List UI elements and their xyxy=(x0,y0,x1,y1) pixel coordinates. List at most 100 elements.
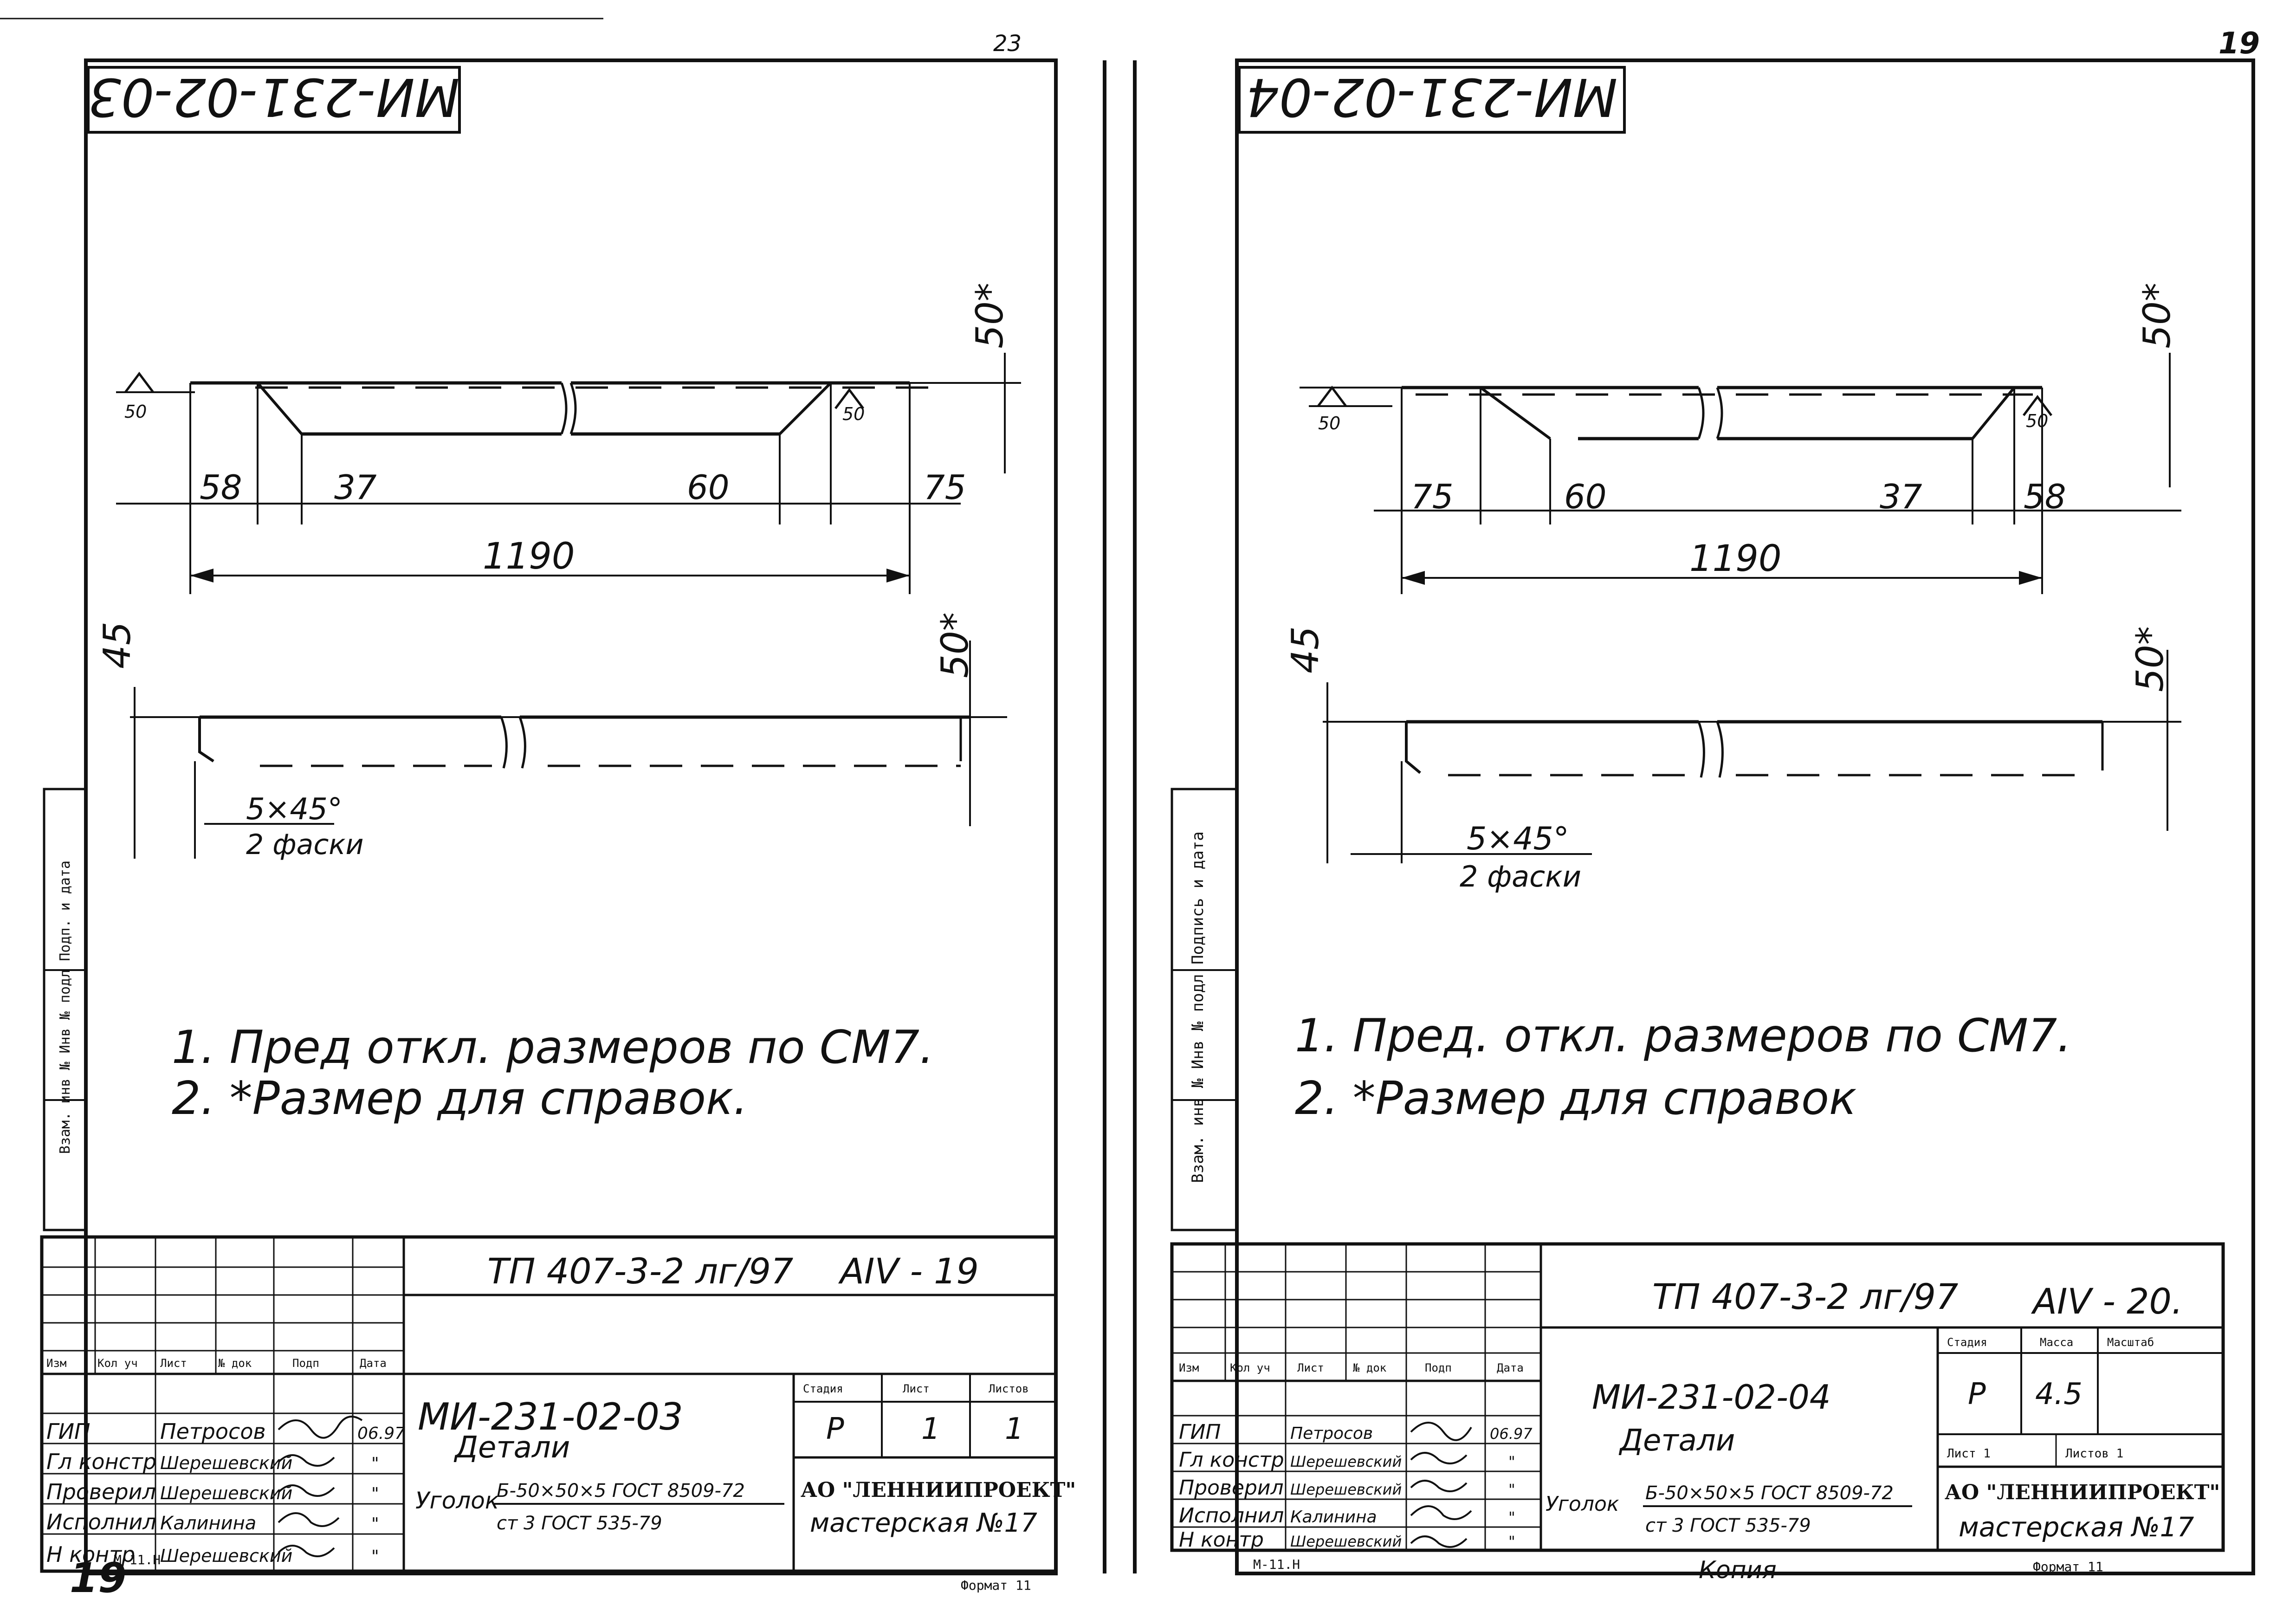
top-page-number: 23 xyxy=(993,31,1022,57)
stamp-box xyxy=(1238,66,1626,134)
dim-side-height-right: 50* xyxy=(933,612,977,678)
tb-role-0: ГИП xyxy=(1179,1420,1221,1444)
chamfer-note: 2 фаски xyxy=(246,829,364,861)
tb-name-0: Петросов xyxy=(160,1419,266,1444)
dim-top-left-a: 75 xyxy=(1411,477,1454,516)
tb-stage-head: Стадия xyxy=(1947,1336,1987,1349)
dim-top-left-b: 37 xyxy=(334,468,377,507)
tb-lists-head: Листов xyxy=(989,1382,1029,1395)
tb-project-code: ТП 407-3-2 лг/97 xyxy=(1652,1276,1958,1317)
tb-col-podp: Подп xyxy=(292,1357,319,1370)
sheet-frame xyxy=(84,58,1058,1575)
tb-date-2: " xyxy=(371,1484,379,1503)
tb-col-izm: Изм xyxy=(1179,1361,1199,1374)
tb-material-top: Б-50×50×5 ГОСТ 8509-72 xyxy=(1645,1483,1894,1504)
tb-org-line1: АО "ЛЕННИИПРОЕКТ" xyxy=(801,1478,1076,1502)
tb-name-2: Шерешевский xyxy=(1290,1481,1402,1498)
tb-stage-head: Стадия xyxy=(803,1382,843,1395)
note-1: 1. Пред откл. размеров по СМ7. xyxy=(172,1021,934,1074)
tb-date-0: 06.97 xyxy=(1490,1425,1533,1443)
tb-role-2: Проверил xyxy=(46,1479,156,1504)
chamfer-note: 2 фаски xyxy=(1460,860,1581,893)
tb-col-kol: Кол уч xyxy=(1230,1361,1270,1374)
title-block: Изм Кол уч Лист № док Подп Дата ГИП Петр… xyxy=(40,1235,1076,1593)
dim-top-right-a: 60 xyxy=(687,468,730,507)
tb-role-1: Гл констр xyxy=(46,1449,156,1474)
sheet-left: 23 МИ-231-02-03 Взам. инв № Инв № подл П… xyxy=(0,18,1106,1602)
tb-date-4: " xyxy=(1508,1533,1515,1550)
tb-role-0: ГИП xyxy=(46,1419,91,1444)
tb-date-0: 06.97 xyxy=(357,1424,405,1443)
tb-name-0: Петросов xyxy=(1290,1424,1373,1443)
tb-list-head: Лист xyxy=(903,1382,930,1395)
sheet-frame xyxy=(1235,58,2255,1575)
stamp-box xyxy=(87,66,461,134)
tb-doc-code: МИ-231-02-03 xyxy=(418,1395,683,1438)
tb-name-4: Шерешевский xyxy=(1290,1533,1402,1550)
side-strip-text: Взам. инв № Инв № подл Подп. и дата xyxy=(57,861,73,1154)
part-top-view: 50 50 75 60 37 58 1190 50* xyxy=(1300,283,2181,594)
tb-col-kol: Кол уч xyxy=(97,1357,138,1370)
dim-top-height: 50* xyxy=(968,283,1011,349)
tb-list-label: Лист 1 xyxy=(1947,1447,1991,1461)
tb-date-3: " xyxy=(371,1515,379,1534)
tb-stage-val: Р xyxy=(1968,1377,1986,1411)
tb-list-val: 1 xyxy=(921,1412,940,1446)
dim-top-total: 1190 xyxy=(1689,538,1782,580)
tb-form-code: М-11.Н xyxy=(1253,1557,1300,1572)
tb-format: Формат 11 xyxy=(961,1578,1031,1593)
tb-material-prefix: Уголок xyxy=(1546,1492,1619,1516)
tb-role-4: Н контр xyxy=(1179,1528,1264,1552)
side-strip xyxy=(43,788,87,1231)
dim-top-left-b: 60 xyxy=(1564,477,1607,516)
tb-scale-head: Масштаб xyxy=(2107,1336,2154,1349)
part-side-view: 45 50* 5×45° 2 фаски xyxy=(96,612,1007,861)
tb-role-3: Исполнил xyxy=(1179,1504,1284,1528)
tb-format: Формат 11 xyxy=(2033,1559,2103,1574)
tb-org-line2: мастерская №17 xyxy=(810,1508,1037,1538)
tb-doc-name: Детали xyxy=(1618,1424,1735,1458)
tb-sheet-code: АIV - 20. xyxy=(2031,1281,2183,1322)
tb-role-3: Исполнил xyxy=(46,1509,156,1534)
top-page-number: 19 xyxy=(2218,26,2260,61)
part-side-view: 45 50* 5×45° 2 фаски xyxy=(1284,626,2181,893)
stamp-code: МИ-231-02-04 xyxy=(1246,66,1617,127)
tb-col-list: Лист xyxy=(1297,1361,1324,1374)
tb-material-prefix: Уголок xyxy=(415,1487,499,1514)
tb-name-3: Калинина xyxy=(1290,1508,1377,1527)
tb-date-1: " xyxy=(371,1454,379,1473)
tb-col-doc: № док xyxy=(218,1357,252,1370)
tb-col-podp: Подп xyxy=(1425,1361,1452,1374)
tb-copy-mark: Копия xyxy=(1699,1556,1777,1584)
dim-top-total: 1190 xyxy=(483,536,575,577)
sheet-right: 19 МИ-231-02-04 Взам. инв № Инв № подл П… xyxy=(1133,26,2260,1584)
tb-date-3: " xyxy=(1508,1508,1515,1526)
tb-col-doc: № док xyxy=(1353,1361,1387,1374)
tb-name-1: Шерешевский xyxy=(1290,1453,1402,1470)
tb-name-3: Калинина xyxy=(160,1513,256,1534)
tb-lists-val: 1 xyxy=(1005,1412,1024,1446)
tb-mass-head: Масса xyxy=(2040,1336,2073,1349)
tb-stage-val: Р xyxy=(826,1412,844,1446)
tb-org-line1: АО "ЛЕННИИПРОЕКТ" xyxy=(1945,1481,2220,1504)
tb-role-1: Гл констр xyxy=(1179,1448,1284,1472)
dim-top-right-a: 37 xyxy=(1880,477,1922,516)
stamp-code: МИ-231-02-03 xyxy=(88,66,459,127)
weld-mark-left: 50 xyxy=(124,401,147,422)
side-strip-text: Взам. инв № Инв № подл Подпись и дата xyxy=(1189,831,1207,1183)
note-2: 2. *Размер для справок xyxy=(1295,1072,1856,1125)
dim-side-height-right: 50* xyxy=(2128,626,2172,692)
note-2: 2. *Размер для справок. xyxy=(172,1072,748,1125)
chamfer-dim: 5×45° xyxy=(246,792,343,827)
note-1: 1. Пред. откл. размеров по СМ7. xyxy=(1295,1010,2071,1062)
tb-doc-name: Детали xyxy=(453,1431,570,1465)
dim-side-height-left: 45 xyxy=(96,621,139,669)
dim-top-right-b: 58 xyxy=(2024,477,2066,516)
part-top-view: 50 50 58 37 60 75 1190 50* xyxy=(116,283,1021,594)
tb-role-4: Н контр xyxy=(46,1542,135,1567)
tb-lists-label: Листов 1 xyxy=(2065,1447,2123,1461)
tb-material-bottom: ст 3 ГОСТ 535-79 xyxy=(1645,1515,1811,1536)
tb-material-top: Б-50×50×5 ГОСТ 8509-72 xyxy=(497,1480,745,1502)
tb-col-izm: Изм xyxy=(46,1357,66,1370)
